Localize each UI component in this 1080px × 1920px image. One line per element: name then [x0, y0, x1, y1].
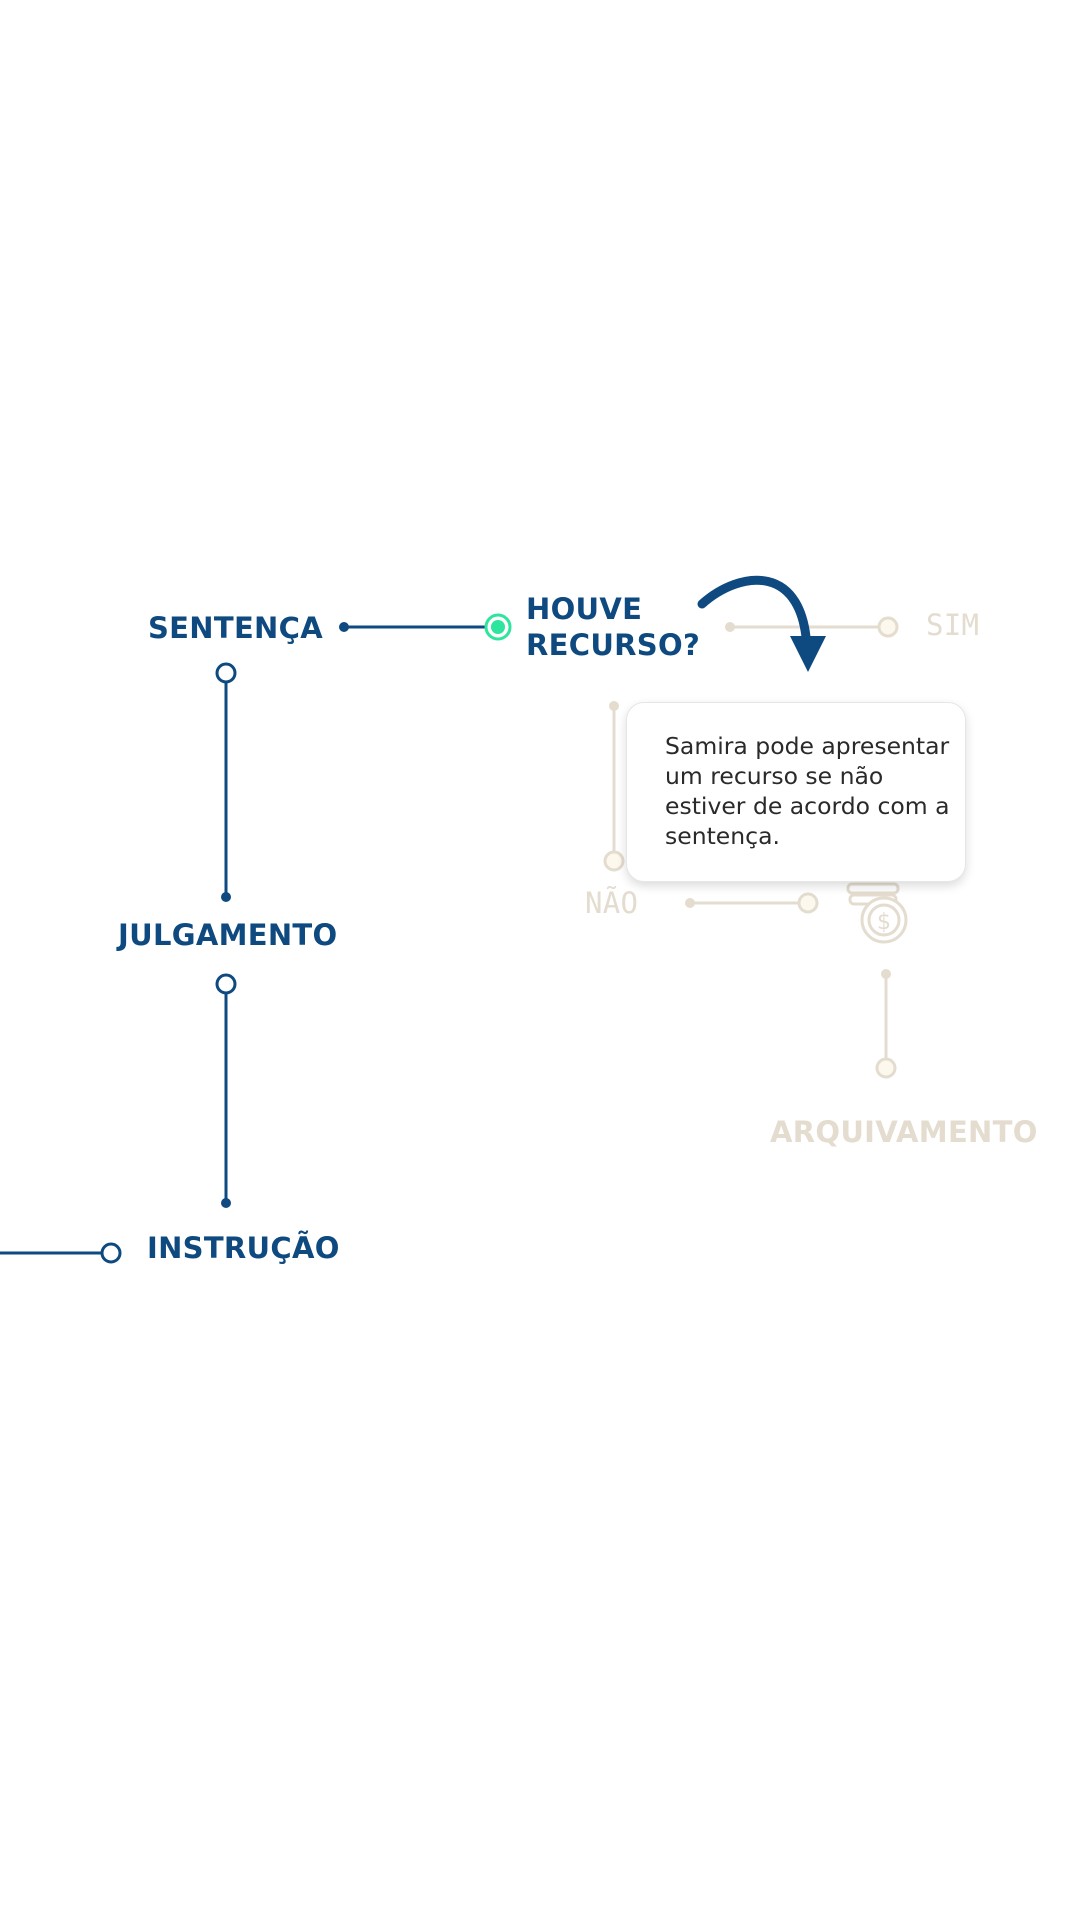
tooltip-text: Samira pode apresentar um recurso se não…: [665, 732, 950, 850]
connector-into-instrucao: [0, 1242, 122, 1264]
node-arquivamento[interactable]: ARQUIVAMENTO: [770, 1115, 1038, 1149]
node-houve-recurso-line2[interactable]: RECURSO?: [526, 628, 701, 662]
node-instrucao[interactable]: INSTRUÇÃO: [147, 1231, 340, 1265]
active-node[interactable]: [484, 613, 512, 641]
connector-sentenca-recurso: [339, 622, 486, 632]
connector-sentenca-julgamento: [215, 662, 237, 902]
svg-text:$: $: [877, 910, 891, 935]
option-sim[interactable]: SIM: [926, 608, 980, 642]
curved-arrow-icon: [697, 575, 826, 672]
connector-recurso-nao: [603, 701, 625, 872]
option-nao[interactable]: NÃO: [585, 886, 639, 920]
node-sentenca[interactable]: SENTENÇA: [148, 611, 323, 645]
node-julgamento[interactable]: JULGAMENTO: [118, 918, 338, 952]
connector-recurso-sim: [725, 616, 899, 638]
node-houve-recurso-line1[interactable]: HOUVE: [526, 592, 643, 626]
tooltip-card: Samira pode apresentar um recurso se não…: [626, 702, 966, 882]
connector-julgamento-instrucao: [215, 973, 237, 1208]
connector-coins-arquivamento: [875, 969, 897, 1079]
connector-nao-coins: [685, 892, 819, 914]
coins-dollar-icon: $: [846, 882, 908, 944]
